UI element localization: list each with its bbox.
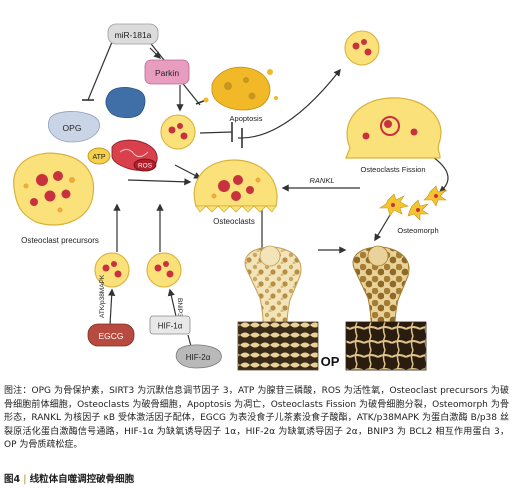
bone-healthy xyxy=(237,245,319,371)
osteomorph-node: Osteomorph xyxy=(379,185,447,235)
osteoclast-precursors-label: Osteoclast precursors xyxy=(21,236,99,245)
bone-osteoporotic xyxy=(345,245,427,371)
osteoclasts-node: Osteoclasts xyxy=(193,159,278,226)
figure-title: 图4|线粒体自噬调控破骨细胞 xyxy=(4,471,134,485)
mitophagy-cell-top xyxy=(160,114,196,150)
arrow-ros-to-osteoclasts xyxy=(174,164,202,179)
opg-node: OPG xyxy=(48,111,100,143)
egcg-label: EGCG xyxy=(98,331,123,341)
arrow-egcg-up xyxy=(108,288,116,326)
mitochondria-group: ATP ROS xyxy=(87,139,158,172)
figure-label: 图4 xyxy=(4,474,21,485)
mitophagy-cell-right xyxy=(146,252,182,288)
atp-label: ATP xyxy=(92,154,105,161)
title-separator: | xyxy=(23,474,27,485)
mitophagy-cell-left xyxy=(94,252,130,288)
arrow-mir-to-opg xyxy=(87,41,113,101)
hif1a-label: HIF-1α xyxy=(158,322,183,331)
arrow-osteomorph-to-bone xyxy=(374,214,391,242)
egcg-node: EGCG xyxy=(87,323,135,347)
hif2a-label: HIF-2α xyxy=(186,353,211,362)
parkin-node: Parkin xyxy=(144,59,190,85)
arrow-cell-to-apoptosis xyxy=(199,131,233,134)
osteoclast-precursors-node: Osteoclast precursors xyxy=(13,152,99,245)
arrow-fission-to-osteomorph xyxy=(429,154,449,193)
rankl-label: RANKL xyxy=(309,176,334,185)
arrow-precursors-to-osteoclasts xyxy=(127,178,192,186)
apoptosis-node: Apoptosis xyxy=(203,66,278,123)
figure-title-text: 线粒体自噬调控破骨细胞 xyxy=(29,474,135,485)
hif1a-node: HIF-1α xyxy=(149,315,191,335)
ros-label: ROS xyxy=(138,163,153,170)
bnip3-label: BNIP3 xyxy=(176,298,183,317)
parkin-label: Parkin xyxy=(155,68,179,78)
apoptotic-cell-right xyxy=(344,30,380,66)
apoptosis-label: Apoptosis xyxy=(230,114,263,123)
osteoclasts-label: Osteoclasts xyxy=(213,217,255,226)
osteoclasts-fission-label: Osteoclasts Fission xyxy=(360,165,425,174)
arrow-osteoclast-to-apoptosis xyxy=(237,68,341,139)
hif2a-node: HIF-2α xyxy=(175,344,222,369)
mir-181a-node: miR-181a xyxy=(107,23,159,45)
osteoclasts-fission-node: Osteoclasts Fission xyxy=(345,97,442,174)
opg-label: OPG xyxy=(63,123,82,133)
op-label: OP xyxy=(321,354,340,369)
atk-p38mapk-label: ATK/p38MAPK xyxy=(99,274,106,318)
sirt3-blob xyxy=(105,87,146,118)
osteomorph-label: Osteomorph xyxy=(397,226,438,235)
arrow-mir-to-parkin xyxy=(149,47,162,60)
figure-notes: 图注：OPG 为骨保护素，SIRT3 为沉默信息调节因子 3，ATP 为腺苷三磷… xyxy=(4,386,509,451)
mir-181a-label: miR-181a xyxy=(115,30,152,40)
